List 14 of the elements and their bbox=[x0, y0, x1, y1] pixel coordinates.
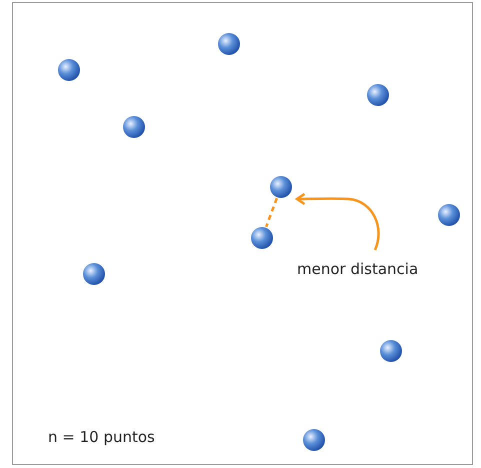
sphere-point bbox=[438, 204, 460, 226]
sphere-point bbox=[367, 84, 389, 106]
sphere-point bbox=[303, 429, 325, 451]
point-count-label: n = 10 puntos bbox=[48, 428, 155, 446]
dashed-line bbox=[265, 198, 278, 228]
sphere-point bbox=[251, 227, 273, 249]
sphere-point bbox=[58, 59, 80, 81]
annotation-label: menor distancia bbox=[297, 260, 418, 278]
sphere-point bbox=[218, 33, 240, 55]
sphere-point bbox=[270, 176, 292, 198]
sphere-point bbox=[380, 340, 402, 362]
curved-arrow bbox=[296, 192, 380, 250]
sphere-point bbox=[83, 263, 105, 285]
sphere-point bbox=[123, 116, 145, 138]
